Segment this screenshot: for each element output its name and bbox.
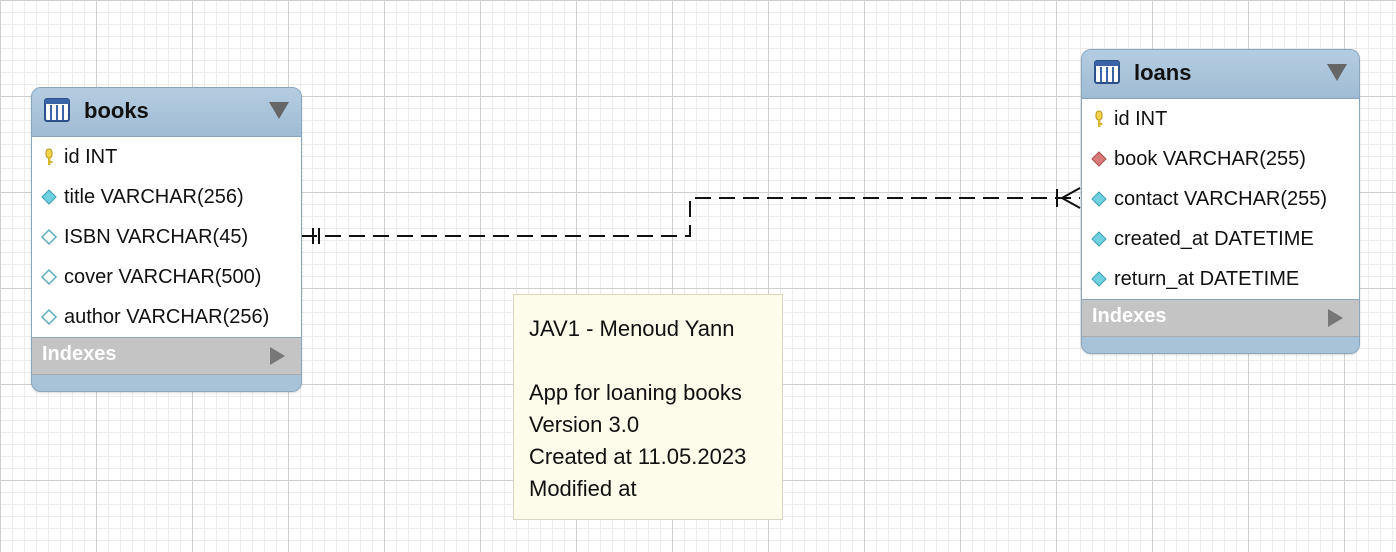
loans-table-header[interactable]: loans — [1082, 50, 1359, 98]
indexes-label: Indexes — [42, 343, 117, 365]
column-label: return_at DATETIME — [1114, 267, 1300, 290]
table-name: loans — [1134, 60, 1192, 85]
indexes-label: Indexes — [1092, 305, 1167, 327]
indexes-section[interactable]: Indexes — [1082, 300, 1359, 337]
primary-key-icon — [1095, 110, 1103, 127]
table-name: books — [84, 98, 149, 123]
column-row[interactable]: title VARCHAR(256) — [32, 177, 301, 217]
crowfoot-lower — [1061, 197, 1081, 209]
expand-arrow-icon[interactable] — [1328, 309, 1343, 327]
note-line: Created at 11.05.2023 — [529, 444, 747, 469]
indexes-section[interactable]: Indexes — [32, 338, 301, 375]
column-row[interactable]: contact VARCHAR(255) — [1082, 179, 1359, 219]
note-line — [529, 345, 782, 377]
nullable-column-icon — [40, 268, 58, 286]
column-label: cover VARCHAR(500) — [64, 265, 262, 288]
not-null-column-icon — [1091, 271, 1107, 287]
table-footer — [32, 375, 301, 391]
column-label: created_at DATETIME — [1114, 227, 1314, 250]
column-label: ISBN VARCHAR(45) — [64, 225, 249, 248]
not-null-column-icon — [1091, 191, 1107, 207]
column-row[interactable]: ISBN VARCHAR(45) — [32, 217, 301, 257]
column-label: title VARCHAR(256) — [64, 185, 244, 208]
note-line: App for loaning books — [529, 380, 742, 405]
collapse-triangle-icon[interactable] — [1327, 64, 1347, 81]
loans-columns: id INT book VARCHAR(255) contact VARCHAR… — [1082, 98, 1359, 300]
table-icon — [44, 98, 70, 122]
relationship-line — [301, 197, 1080, 237]
column-label: id INT — [1114, 107, 1168, 130]
nullable-column-icon — [40, 228, 58, 246]
column-row[interactable]: cover VARCHAR(500) — [32, 257, 301, 297]
books-table[interactable]: books id INT title VARCHAR(256) ISBN VAR… — [31, 87, 302, 392]
column-row[interactable]: author VARCHAR(256) — [32, 297, 301, 337]
not-null-column-icon — [1091, 231, 1107, 247]
primary-key-icon — [45, 148, 53, 165]
column-label: id INT — [64, 145, 118, 168]
column-row[interactable]: id INT — [32, 137, 301, 177]
crowfoot-upper — [1061, 187, 1081, 199]
column-label: contact VARCHAR(255) — [1114, 187, 1328, 210]
nullable-column-icon — [40, 308, 58, 326]
not-null-column-icon — [41, 189, 57, 205]
collapse-triangle-icon[interactable] — [269, 102, 289, 119]
foreign-key-icon — [1091, 151, 1107, 167]
note-line: JAV1 - Menoud Yann — [529, 316, 735, 341]
diagram-note[interactable]: JAV1 - Menoud Yann App for loaning books… — [513, 294, 783, 520]
books-table-header[interactable]: books — [32, 88, 301, 136]
expand-arrow-icon[interactable] — [270, 347, 285, 365]
column-row[interactable]: return_at DATETIME — [1082, 259, 1359, 299]
books-columns: id INT title VARCHAR(256) ISBN VARCHAR(4… — [32, 136, 301, 338]
note-line: Modified at — [529, 476, 637, 501]
column-label: book VARCHAR(255) — [1114, 147, 1306, 170]
note-line: Version 3.0 — [529, 412, 640, 437]
column-label: author VARCHAR(256) — [64, 305, 270, 328]
column-row[interactable]: created_at DATETIME — [1082, 219, 1359, 259]
column-row[interactable]: book VARCHAR(255) — [1082, 139, 1359, 179]
column-row[interactable]: id INT — [1082, 99, 1359, 139]
loans-table[interactable]: loans id INT book VARCHAR(255) contact V… — [1081, 49, 1360, 354]
table-icon — [1094, 60, 1120, 84]
table-footer — [1082, 337, 1359, 353]
